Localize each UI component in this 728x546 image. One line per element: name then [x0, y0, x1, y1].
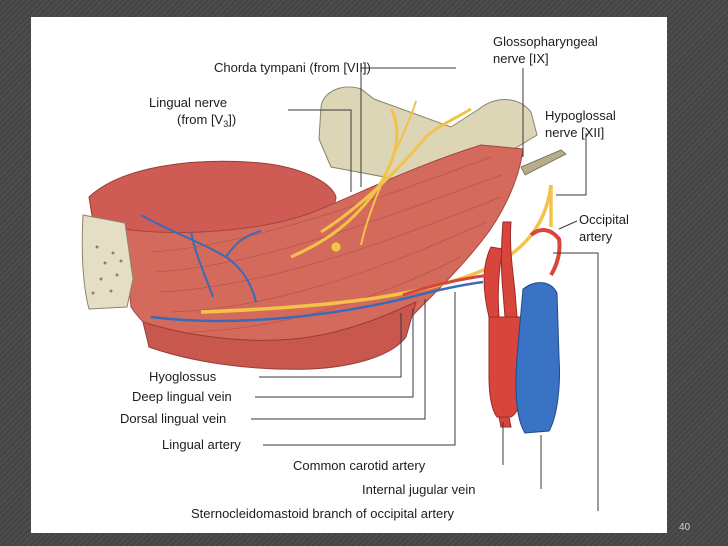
occipital-artery	[529, 228, 562, 277]
muscle-striations	[150, 156, 502, 333]
label-hypoglossal-nerve: nerve [XII]	[545, 125, 604, 140]
chorda-tympani-nerve	[360, 100, 417, 246]
lower-muscle	[142, 301, 417, 370]
submandibular-ganglion	[330, 241, 342, 253]
internal-jugular-vein	[515, 282, 560, 434]
label-hypoglossal: Hypoglossal	[545, 108, 616, 123]
label-lingual-nerve: Lingual nerve	[149, 95, 227, 110]
label-common-carotid: Common carotid artery	[293, 458, 426, 473]
label-occipital: Occipital	[579, 212, 629, 227]
label-deep-lingual-vein: Deep lingual vein	[132, 389, 232, 404]
label-sternocleidomastoid: Sternocleidomastoid branch of occipital …	[191, 506, 455, 521]
label-occipital-artery: artery	[579, 229, 613, 244]
lingual-nerve	[290, 108, 399, 259]
label-dorsal-lingual-vein: Dorsal lingual vein	[120, 411, 226, 426]
styloid-process	[520, 149, 567, 176]
leader-lines	[251, 67, 599, 511]
label-glossopharyngeal-nerve: nerve [IX]	[493, 51, 549, 66]
internal-carotid-artery	[501, 221, 518, 318]
mandible-texture	[91, 245, 123, 295]
label-chorda-tympani: Chorda tympani (from [VII])	[214, 60, 371, 75]
anatomy-illustration: Chorda tympani (from [VII]) Lingual nerv…	[81, 34, 629, 521]
deep-lingual-vein	[150, 280, 484, 323]
lingual-artery	[402, 273, 490, 297]
glossopharyngeal-nerve	[320, 107, 472, 234]
label-glossopharyngeal: Glossopharyngeal	[493, 34, 598, 49]
dorsal-lingual-vein	[140, 214, 262, 303]
slide-number: 40	[679, 522, 691, 533]
label-hyoglossus: Hyoglossus	[149, 369, 217, 384]
label-internal-jugular: Internal jugular vein	[362, 482, 475, 497]
label-lingual-nerve-origin: (from [V3])	[177, 112, 236, 129]
diagram-panel: Chorda tympani (from [VII]) Lingual nerv…	[31, 17, 667, 533]
label-lingual-artery: Lingual artery	[162, 437, 241, 452]
mandible-bone	[81, 214, 134, 310]
